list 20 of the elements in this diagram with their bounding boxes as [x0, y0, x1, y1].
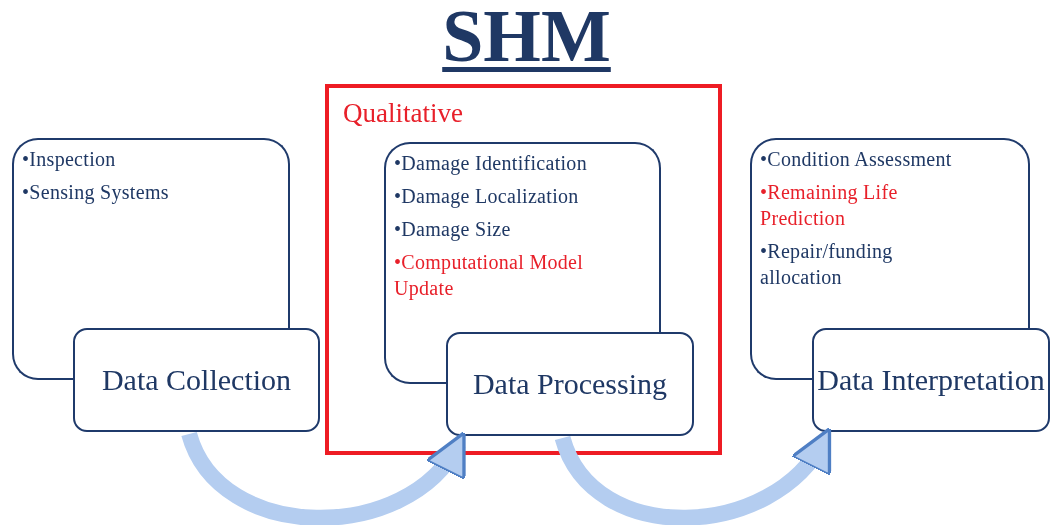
- box-title: Data Interpretation: [817, 362, 1045, 398]
- bullet-item: •Damage Size: [394, 217, 512, 242]
- bullet-item: •Computational Model Update: [394, 250, 585, 301]
- diagram-title: SHM: [442, 0, 611, 77]
- process-box: [812, 328, 1050, 432]
- bullet-item: •Sensing Systems: [22, 180, 170, 205]
- process-box: [446, 332, 694, 436]
- curved-arrow: [181, 430, 467, 525]
- bullet-item: •Remaining Life Prediction: [760, 180, 899, 231]
- frame-heading: Qualitative: [343, 98, 463, 129]
- box-title: Data Collection: [101, 362, 292, 398]
- curved-arrow: [555, 427, 833, 525]
- bullet-item: •Damage Identification: [394, 151, 588, 176]
- bullet-item: •Damage Localization: [394, 184, 580, 209]
- process-box: [73, 328, 320, 432]
- bullet-item: •Condition Assessment: [760, 147, 953, 172]
- bullet-item: •Repair/funding allocation: [760, 239, 894, 290]
- highlight-frame: [325, 84, 722, 455]
- bullet-item: •Inspection: [22, 147, 117, 172]
- box-title: Data Processing: [472, 366, 668, 402]
